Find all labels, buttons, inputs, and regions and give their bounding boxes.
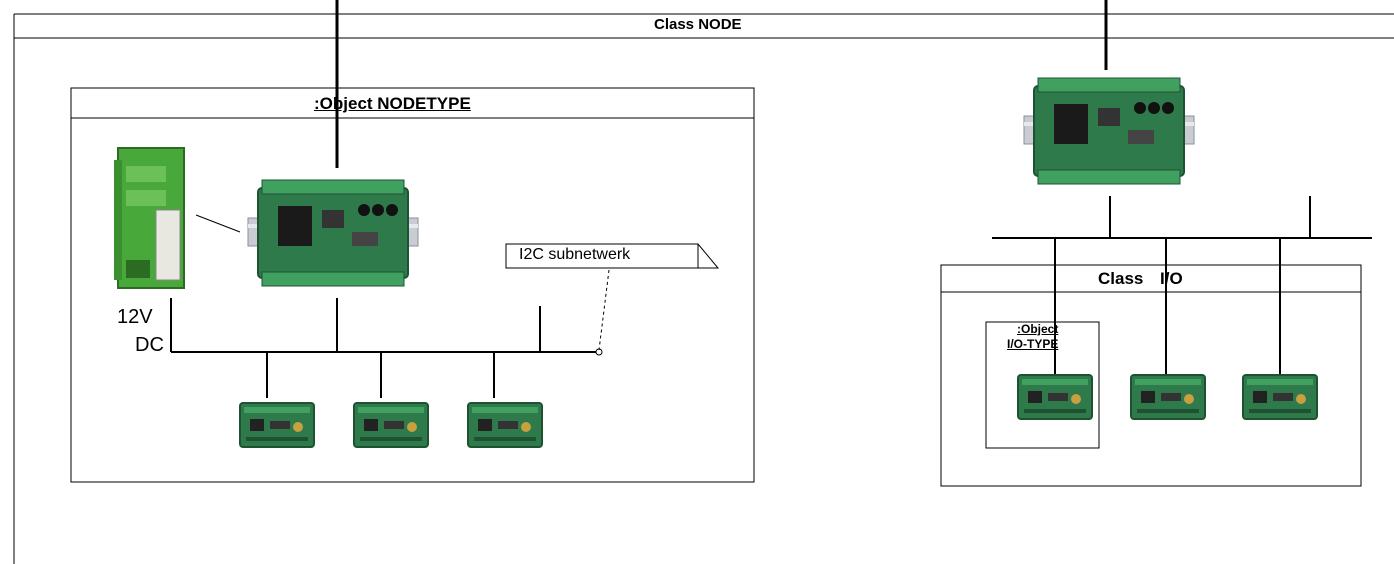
power-label-12v: 12V [117, 306, 153, 328]
object-io-type-line1: :Object [1017, 322, 1059, 336]
class-io-title-io: I/O [1160, 269, 1183, 288]
class-node-title: Class NODE [654, 16, 742, 33]
class-io-title-class: Class [1098, 269, 1144, 288]
nodetype-title: :Object NODETYPE [314, 94, 471, 113]
class-node-frame [13, 13, 1394, 564]
note-text: I2C subnetwerk [519, 246, 631, 263]
io-card-right-2 [1130, 374, 1206, 420]
object-io-type-line2: I/O-TYPE [1007, 337, 1059, 351]
io-card-right-3 [1242, 374, 1318, 420]
node-controller-right-icon [1023, 77, 1195, 185]
class-io-box [940, 264, 1362, 487]
power-supply-icon [114, 147, 185, 289]
note-shape [505, 243, 720, 269]
power-label-dc: DC [135, 334, 164, 356]
io-card-right-1 [1017, 374, 1093, 420]
i2c-bus [170, 298, 603, 398]
io-card-left-2 [353, 402, 429, 448]
nodetype-box [70, 87, 755, 483]
object-io-type-box [985, 321, 1100, 449]
node-controller-icon [247, 179, 419, 287]
io-card-left-1 [239, 402, 315, 448]
note-connector [598, 269, 610, 351]
io-card-left-3 [467, 402, 543, 448]
right-bus [992, 196, 1372, 380]
psu-connector-line [195, 214, 241, 233]
